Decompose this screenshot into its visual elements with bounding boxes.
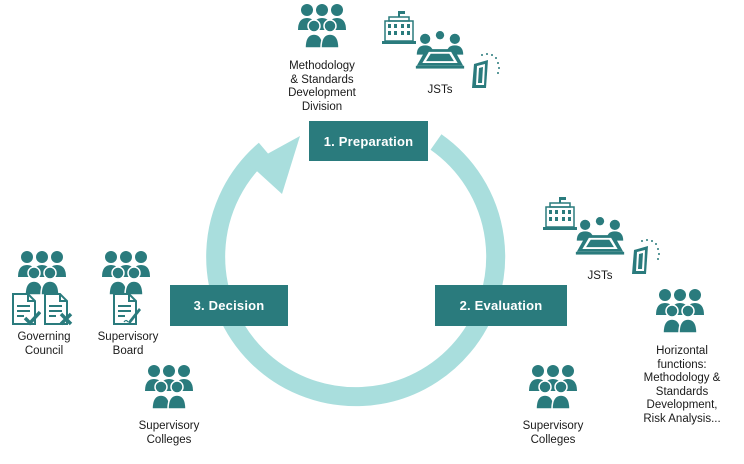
people-icon	[100, 250, 152, 296]
people-icon	[527, 364, 579, 410]
meeting-table-icon	[414, 30, 466, 70]
people-icon	[143, 364, 195, 410]
methodology-division-label: Methodology & Standards Development Divi…	[288, 60, 356, 113]
step-preparation: 1. Preparation	[309, 121, 428, 161]
people-icon	[16, 250, 68, 296]
ecb-tower-icon	[626, 238, 662, 278]
signed-document-icon	[112, 292, 142, 326]
ecb-tower-icon	[466, 52, 502, 92]
building-icon	[543, 197, 577, 231]
supervisory-board-label: Supervisory Board	[97, 331, 159, 357]
governing-council-label: Governing Council	[17, 331, 71, 357]
people-icon	[296, 3, 348, 49]
meeting-table-icon	[574, 216, 626, 256]
approved-document-icon	[11, 292, 41, 326]
jsts-top-label: JSTs	[427, 84, 453, 96]
jsts-right-label: JSTs	[587, 270, 613, 282]
rejected-document-icon	[43, 292, 73, 326]
people-icon	[654, 288, 706, 334]
supervisory-colleges-left-label: Supervisory Colleges	[138, 420, 200, 446]
building-icon	[382, 11, 416, 45]
horizontal-functions-label: Horizontal functions: Methodology & Stan…	[643, 345, 721, 425]
supervisory-colleges-right-label: Supervisory Colleges	[522, 420, 584, 446]
step-evaluation: 2. Evaluation	[435, 285, 567, 326]
step-decision: 3. Decision	[170, 285, 288, 326]
